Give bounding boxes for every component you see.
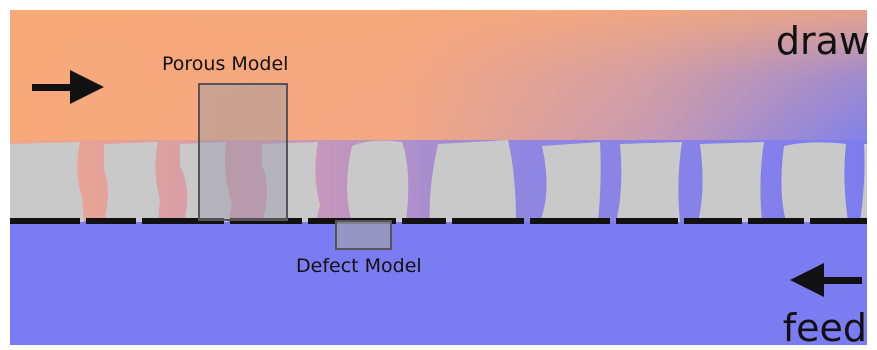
particle (347, 140, 409, 222)
draw-solution-shading (10, 10, 867, 145)
particle (781, 142, 848, 222)
active-layer-segment (810, 218, 867, 224)
active-layer-segment (142, 218, 224, 224)
active-layer-segment (452, 218, 524, 224)
particle (104, 142, 160, 222)
defect-model-box (335, 220, 392, 250)
porous-model-label: Porous Model (162, 53, 289, 75)
active-layer-segment (684, 218, 742, 224)
active-layer-segment (530, 218, 610, 224)
particle (262, 142, 320, 222)
particle (616, 142, 682, 222)
draw-side-label: draw (775, 19, 870, 63)
particle (860, 144, 867, 222)
defect-model-label: Defect Model (296, 255, 422, 277)
particle (429, 140, 516, 222)
particle (698, 142, 764, 222)
arrow-right-icon (32, 70, 104, 104)
feed-solution-region (10, 221, 867, 345)
active-layer-segment (748, 218, 804, 224)
porous-model-box (198, 83, 288, 221)
particle (540, 142, 601, 222)
arrow-left-icon (790, 263, 862, 297)
active-layer-segment (86, 218, 136, 224)
active-layer-segment (616, 218, 678, 224)
particle (180, 142, 232, 222)
support-particles (10, 140, 867, 222)
particle (10, 142, 84, 222)
feed-side-label: feed (782, 306, 867, 350)
active-layer-segment (402, 218, 446, 224)
active-layer-segment (10, 218, 80, 224)
